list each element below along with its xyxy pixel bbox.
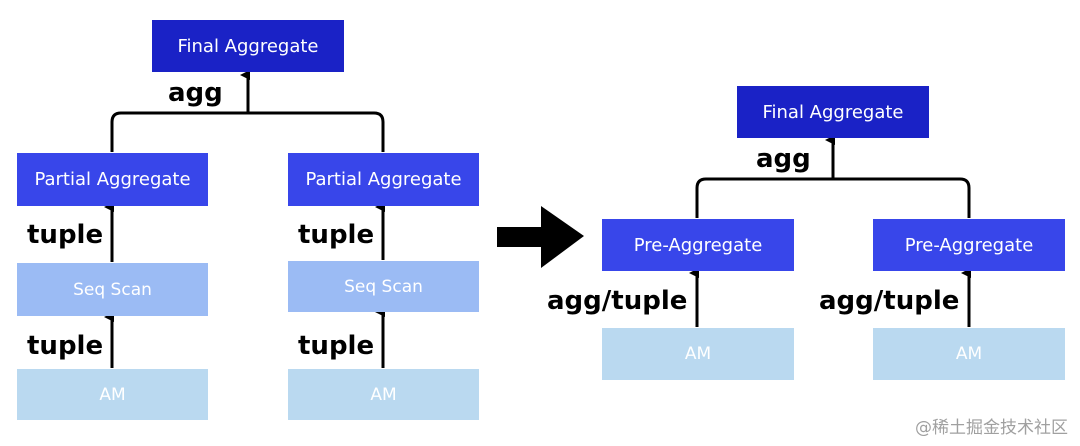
arrow-right-icon: [497, 206, 584, 268]
left-branch2-partial-aggregate-node: Partial Aggregate: [288, 153, 479, 206]
right-branch2-am-node: AM: [873, 328, 1065, 380]
left-branch1-lower-edge-label: tuple: [27, 331, 104, 361]
left-branch2-upper-edge-label: tuple: [298, 220, 375, 250]
left-branch2-am-node: AM: [288, 369, 479, 420]
left-branch2-seq-scan-node: Seq Scan: [288, 261, 479, 312]
right-agg-edge-label: agg: [756, 144, 811, 174]
right-branch1-am-node: AM: [602, 328, 794, 380]
left-final-aggregate-node: Final Aggregate: [152, 20, 344, 72]
left-branch1-upper-edge-label: tuple: [27, 220, 104, 250]
left-branch2-lower-edge-label: tuple: [298, 331, 375, 361]
right-branch1-pre-aggregate-node: Pre-Aggregate: [602, 219, 794, 271]
right-final-aggregate-node: Final Aggregate: [737, 86, 929, 138]
left-branch1-am-node: AM: [17, 369, 208, 420]
watermark: @稀土掘金技术社区: [915, 418, 1068, 438]
right-branch2-pre-aggregate-node: Pre-Aggregate: [873, 219, 1065, 271]
left-branch1-seq-scan-node: Seq Scan: [17, 263, 208, 316]
left-merge-connector: [110, 111, 385, 152]
right-branch1-edge-label: agg/tuple: [547, 286, 688, 316]
right-branch2-edge-label: agg/tuple: [819, 286, 960, 316]
left-branch1-partial-aggregate-node: Partial Aggregate: [17, 153, 208, 206]
right-merge-connector: [695, 177, 971, 218]
left-agg-edge-label: agg: [168, 78, 223, 108]
